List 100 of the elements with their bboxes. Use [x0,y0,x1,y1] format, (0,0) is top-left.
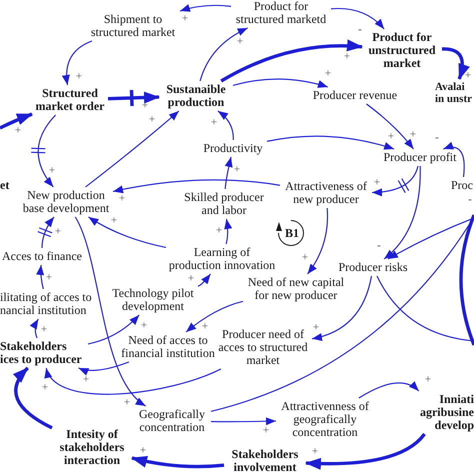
polarity-sign: + [374,178,380,188]
polarity-sign: + [424,374,432,386]
polarity-sign: + [182,14,188,24]
polarity-sign: + [14,126,22,136]
arrow [85,110,180,188]
arrow [384,166,421,260]
arrow [200,28,248,82]
variable-label: Stakeholders ices to producer [0,340,86,366]
arrow [30,114,56,188]
polarity-sign: + [54,226,62,238]
arrow [224,218,232,244]
variable-label: Geografically concentration [135,408,209,434]
variable-label: New production base development [21,189,111,215]
polarity-sign: + [46,272,52,284]
thick-arrow [305,432,426,470]
variable-label: Sustanaible production [161,83,231,109]
variable-label: Producer risks [335,261,411,274]
polarity-sign: + [124,398,130,408]
arrow [307,208,328,274]
polarity-sign: + [216,226,222,236]
polarity-sign: + [234,164,240,176]
variable-label: Producer need of acces to structured market [216,328,310,367]
polarity-sign: + [118,194,126,204]
polarity-sign: + [262,426,270,436]
thick-arrow [13,366,53,430]
arrow [312,276,372,341]
variable-label: Skilled producer and labor [182,191,266,217]
arrow [78,361,130,376]
variable-label: Acces to finance [0,250,84,263]
variable-label: Proc [451,179,474,192]
variable-label: Technology pilot development [110,287,196,313]
arrow [388,217,474,260]
polarity-sign: - [468,194,472,206]
thick-arrow [220,40,363,82]
variable-label: Product for unstructured market [364,31,440,70]
polarity-sign: + [40,324,48,336]
arrow [37,216,55,249]
arrow [88,216,166,248]
thick-arrow [131,456,224,468]
variable-label: Producer revenue [310,89,400,102]
polarity-sign: + [188,274,194,284]
polarity-sign: - [358,24,362,36]
polarity-sign: + [464,70,472,82]
polarity-sign: + [302,252,308,264]
arrow [36,264,44,290]
variable-label: Need of new capital for new producer [245,276,347,302]
thick-arrow [106,88,161,108]
arrow [371,165,419,196]
thick-arrow [0,112,33,130]
polarity-sign: + [76,72,82,82]
polarity-sign: + [324,68,332,80]
polarity-sign: + [148,114,156,126]
arrow [232,78,328,88]
polarity-sign: - [435,132,439,144]
arrow [186,300,244,332]
polarity-sign: + [388,132,394,142]
variable-label: Attractivenness of geografically concentration [278,400,372,439]
polarity-sign: + [236,36,244,48]
arrow [443,142,465,178]
arrow [198,274,211,287]
arrow [30,318,39,338]
polarity-sign: + [312,446,318,458]
variable-label: Attractiveness of new producer [282,180,370,206]
arrow [366,104,414,150]
variable-label: Learning of production innovation [168,246,276,272]
variable-label: Intesity of stakeholders interaction [54,428,130,467]
variable-label: Structured market order [34,87,106,113]
variable-label: Need of acces to financial institution [120,334,216,360]
arrow [112,179,280,194]
variable-label: Producer profit [380,151,460,164]
polarity-sign: + [48,166,56,176]
polarity-sign: + [82,374,90,386]
arrow [358,381,420,398]
loop-label: B1 [285,227,299,239]
polarity-sign: + [142,100,148,112]
polarity-sign: + [202,322,208,332]
variable-label: Inniati agribusine develop [406,393,474,432]
variable-label: ilitating of acces to nancial institution [0,291,94,317]
polarity-sign: + [410,130,416,140]
variable-label: et [0,179,14,192]
arrow [224,156,233,190]
arrow [218,110,234,140]
polarity-sign: + [140,320,148,332]
connector-line [376,276,474,342]
variable-label: Avalai in unstr [435,81,474,105]
arrow [211,417,276,426]
arrow [46,368,222,395]
polarity-sign: + [210,118,218,128]
polarity-sign: - [377,240,381,252]
arrow [74,216,146,406]
variable-label: Product for structured marketd [233,0,329,26]
polarity-sign: + [140,446,146,456]
polarity-sign: + [110,216,118,226]
variable-label: Productivity [201,142,265,155]
arrow [180,4,232,12]
variable-label: Shipment to structured market [87,13,179,39]
polarity-sign: + [312,322,320,334]
polarity-sign: + [42,382,48,394]
variable-label: Stakeholders involvement [226,448,304,474]
arrow [88,314,140,345]
